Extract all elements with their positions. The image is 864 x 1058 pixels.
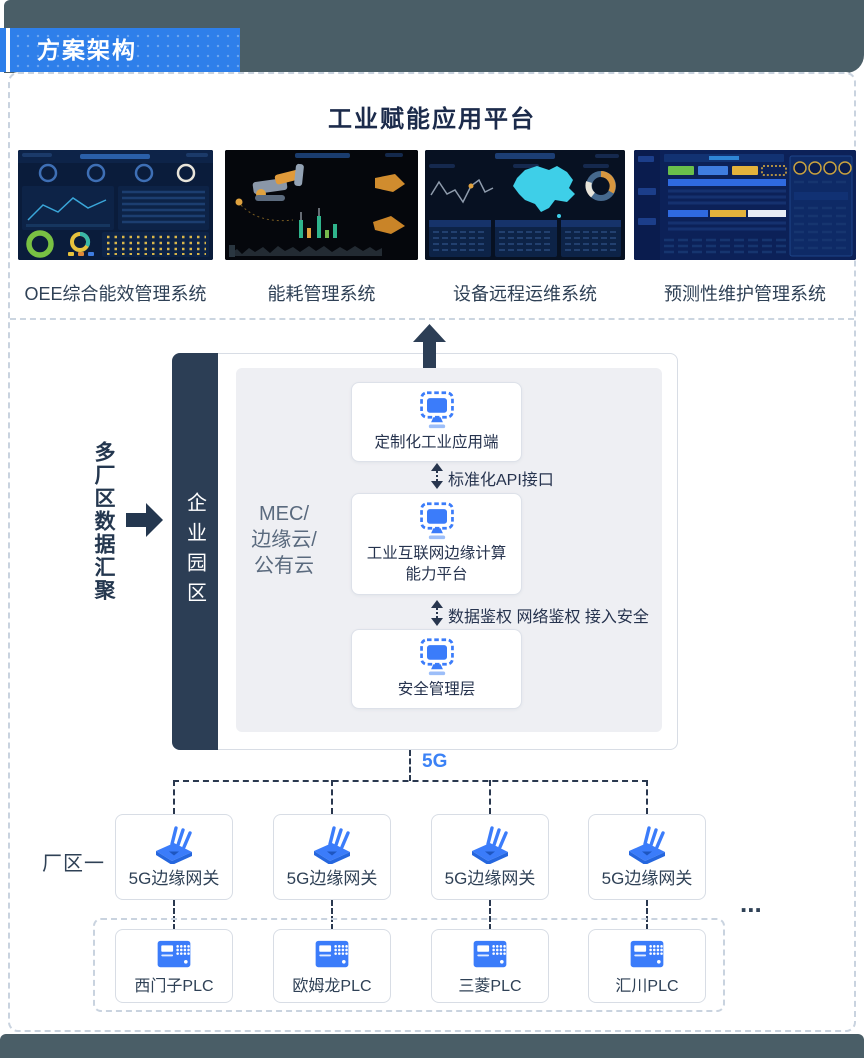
dashboard-thumbnail-energy bbox=[225, 150, 418, 260]
plc-icon bbox=[116, 938, 232, 972]
section-tab-label: 方案架构 bbox=[37, 37, 137, 63]
oee-dashboard-image bbox=[18, 150, 213, 260]
gateway-box-1: 5G边缘网关 bbox=[115, 814, 233, 900]
plc-icon bbox=[274, 938, 390, 972]
network-5g-label: 5G bbox=[422, 751, 448, 772]
predictive-dashboard-image bbox=[634, 150, 856, 260]
dashboard-thumbnail-remote bbox=[425, 150, 625, 260]
dashed-divider bbox=[10, 318, 854, 320]
node-edge-platform-label: 工业互联网边缘计算能力平台 bbox=[366, 545, 507, 583]
more-ellipsis: ... bbox=[740, 888, 762, 918]
plc-group-container bbox=[93, 918, 725, 1012]
campus-sidebar: 企业园区 bbox=[172, 353, 218, 750]
plc-label: 西门子PLC bbox=[134, 978, 214, 995]
connector-gateway-to-plc-1 bbox=[173, 900, 175, 930]
section-tab: 方案架构 bbox=[10, 28, 240, 72]
node-security-layer-label: 安全管理层 bbox=[397, 681, 476, 698]
node-custom-app: 定制化工业应用端 bbox=[351, 382, 522, 462]
gateway-label: 5G边缘网关 bbox=[286, 869, 378, 888]
dashboard-thumbnail-oee bbox=[18, 150, 213, 260]
plc-box-mitsubishi: 三菱PLC bbox=[431, 929, 549, 1003]
factory-zone-label: 厂区一 bbox=[42, 853, 105, 875]
router-icon bbox=[274, 824, 390, 865]
plc-box-omron: 欧姆龙PLC bbox=[273, 929, 391, 1003]
router-icon bbox=[432, 824, 548, 865]
bottom-banner bbox=[0, 1034, 864, 1058]
plc-icon bbox=[589, 938, 705, 972]
security-connector-label: 数据鉴权 网络鉴权 接入安全 bbox=[448, 609, 649, 626]
node-security-layer: 安全管理层 bbox=[351, 629, 522, 709]
system-caption-predictive: 预测性维护管理系统 bbox=[664, 284, 826, 304]
router-icon bbox=[116, 824, 232, 865]
platform-title: 工业赋能应用平台 bbox=[328, 106, 536, 133]
system-caption-remote: 设备远程运维系统 bbox=[453, 284, 597, 304]
connector-gateway-to-plc-3 bbox=[489, 900, 491, 930]
monitor-icon bbox=[352, 501, 521, 543]
plc-label: 三菱PLC bbox=[458, 978, 522, 995]
plc-icon bbox=[432, 938, 548, 972]
tab-accent-stripe bbox=[0, 28, 6, 72]
plc-label: 汇川PLC bbox=[615, 978, 679, 995]
up-arrow-icon bbox=[413, 324, 446, 374]
api-connector-label: 标准化API接口 bbox=[448, 472, 554, 489]
right-arrow-icon bbox=[126, 503, 163, 542]
gateway-box-3: 5G边缘网关 bbox=[431, 814, 549, 900]
remote-ops-dashboard-image bbox=[425, 150, 625, 260]
tab-accent-gap bbox=[6, 28, 10, 72]
system-caption-oee: OEE综合能效管理系统 bbox=[24, 284, 207, 304]
multi-plant-flow-label: 多厂区数据汇聚 bbox=[92, 441, 115, 602]
campus-label: 企业园区 bbox=[183, 491, 206, 612]
double-arrow-icon bbox=[430, 600, 444, 631]
connector-bus-line bbox=[173, 780, 648, 782]
gateway-box-2: 5G边缘网关 bbox=[273, 814, 391, 900]
cloud-label-line2: 边缘云/ bbox=[251, 529, 317, 551]
cloud-label: MEC/ 边缘云/ 公有云 bbox=[238, 501, 330, 579]
double-arrow-icon bbox=[430, 463, 444, 494]
gateway-label: 5G边缘网关 bbox=[444, 869, 536, 888]
cloud-label-line3: 公有云 bbox=[254, 555, 314, 577]
dashboard-thumbnail-predictive bbox=[634, 150, 856, 260]
connector-bus-to-gateway-3 bbox=[489, 780, 491, 814]
node-custom-app-label: 定制化工业应用端 bbox=[374, 434, 499, 451]
connector-bus-to-gateway-4 bbox=[646, 780, 648, 814]
gateway-box-4: 5G边缘网关 bbox=[588, 814, 706, 900]
plc-box-inovance: 汇川PLC bbox=[588, 929, 706, 1003]
node-edge-platform: 工业互联网边缘计算能力平台 bbox=[351, 493, 522, 595]
connector-gateway-to-plc-4 bbox=[646, 900, 648, 930]
connector-bus-to-gateway-1 bbox=[173, 780, 175, 814]
monitor-icon bbox=[352, 637, 521, 679]
gateway-label: 5G边缘网关 bbox=[128, 869, 220, 888]
cloud-label-line1: MEC/ bbox=[259, 503, 309, 525]
connector-gateway-to-plc-2 bbox=[331, 900, 333, 930]
gateway-label: 5G边缘网关 bbox=[601, 869, 693, 888]
system-caption-energy: 能耗管理系统 bbox=[267, 284, 376, 304]
connector-bus-to-gateway-2 bbox=[331, 780, 333, 814]
plc-label: 欧姆龙PLC bbox=[292, 978, 372, 995]
energy-dashboard-image bbox=[225, 150, 418, 260]
plc-box-siemens: 西门子PLC bbox=[115, 929, 233, 1003]
router-icon bbox=[589, 824, 705, 865]
monitor-icon bbox=[352, 390, 521, 432]
connector-box-to-5g bbox=[409, 750, 411, 781]
